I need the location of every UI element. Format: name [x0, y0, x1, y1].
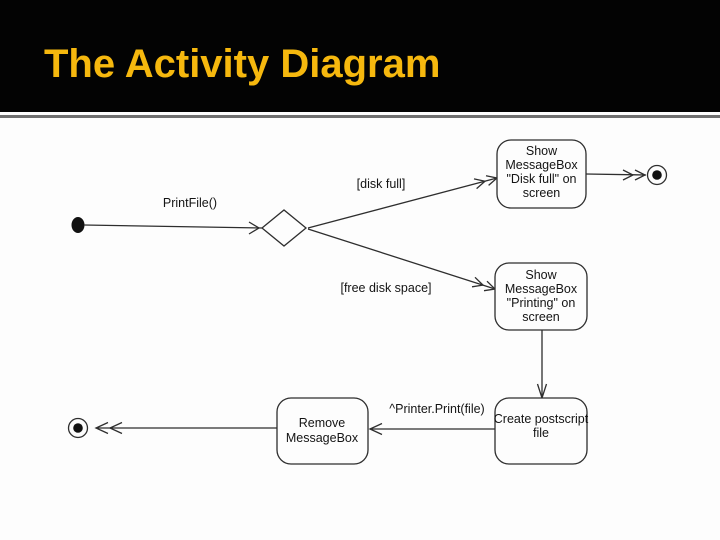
activity-show-disk-full-line2: MessageBox [505, 158, 578, 172]
initial-node-icon [71, 217, 85, 233]
arrowhead-into-decision [248, 221, 261, 235]
activity-show-disk-full-line4: screen [523, 186, 561, 200]
slide-header: The Activity Diagram [0, 0, 720, 112]
activity-show-printing-line2: MessageBox [505, 282, 578, 296]
edge-start-to-decision [83, 224, 263, 229]
edge-decision-to-printing [307, 228, 496, 290]
edge-label-free-disk-space: [free disk space] [340, 281, 431, 295]
activity-create-postscript-line2: file [533, 426, 549, 440]
header-separator-line [0, 115, 720, 118]
activity-show-printing-line4: screen [522, 310, 560, 324]
decision-diamond-icon [260, 209, 308, 247]
activity-remove-messagebox-line2: MessageBox [286, 431, 359, 445]
activity-remove-messagebox-line1: Remove [299, 416, 346, 430]
arrowhead-into-final-bottom [94, 421, 123, 435]
activity-show-printing-line1: Show [525, 268, 557, 282]
arrowhead-into-diskfull-box [473, 175, 499, 190]
arrowhead-into-final-top [622, 169, 647, 181]
activity-create-postscript [494, 397, 588, 465]
edge-decision-to-diskfull [307, 177, 498, 229]
final-node-top-icon [646, 164, 668, 186]
activity-create-postscript-line1: Create postscript [494, 412, 589, 426]
arrowhead-into-printing-box [471, 276, 497, 292]
activity-show-printing [494, 262, 588, 331]
arrowhead-into-remove-box [368, 422, 383, 436]
slide-title: The Activity Diagram [44, 42, 441, 86]
edge-label-printfile: PrintFile() [163, 196, 217, 210]
edge-label-disk-full: [disk full] [357, 177, 406, 191]
activity-show-disk-full-line1: Show [526, 144, 558, 158]
activity-show-printing-line3: "Printing" on [507, 296, 576, 310]
edge-label-printer-print: ^Printer.Print(file) [389, 402, 484, 416]
activity-remove-messagebox [276, 397, 369, 465]
edge-diskfull-to-final [585, 173, 647, 176]
activity-show-disk-full-line3: "Disk full" on [506, 172, 576, 186]
activity-diagram: PrintFile() [disk full] Show MessageBox … [67, 139, 668, 465]
final-node-bottom-icon [67, 417, 89, 439]
